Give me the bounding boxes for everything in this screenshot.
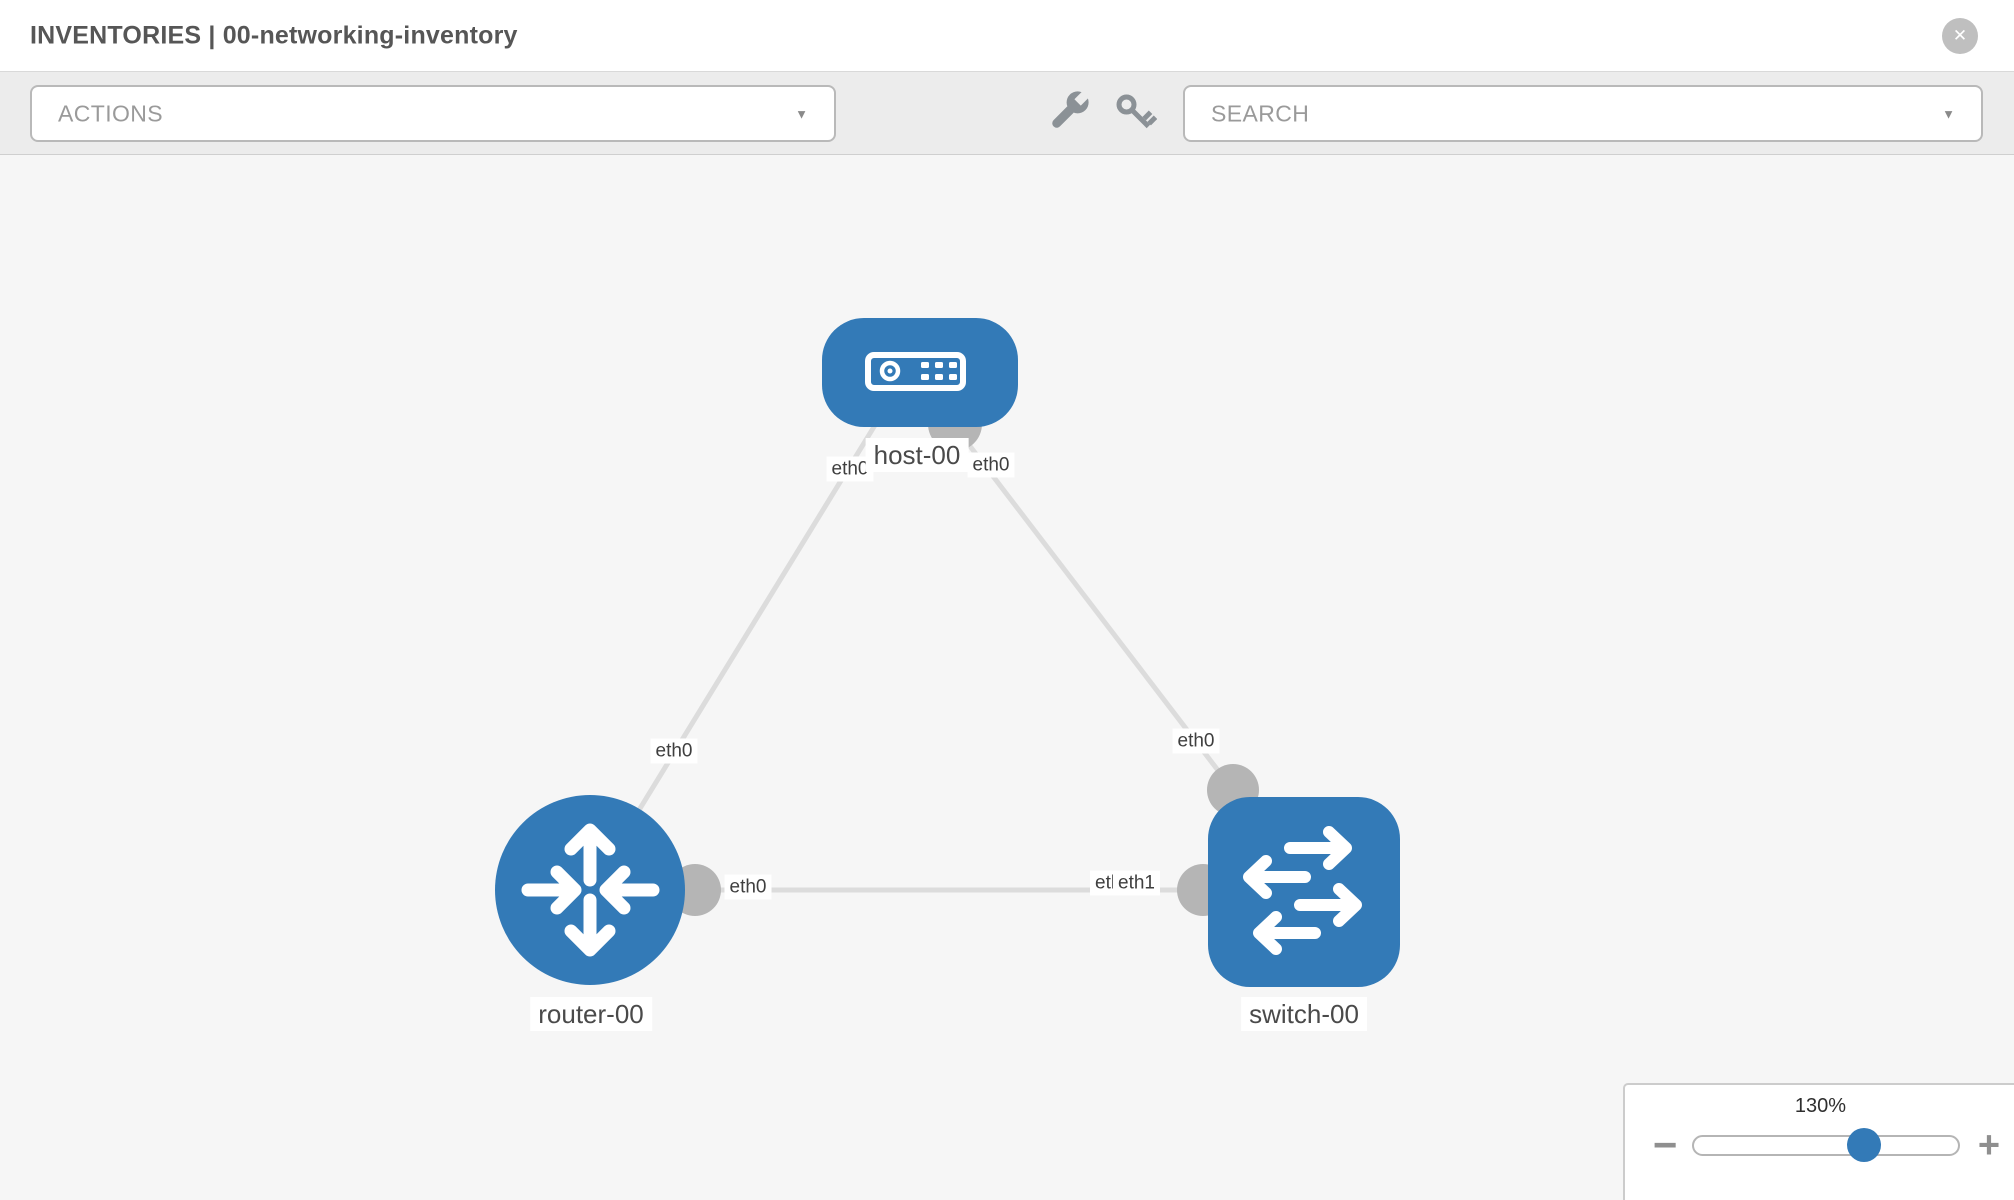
switch-icon: [1243, 826, 1362, 955]
interface-label: eth1: [1113, 870, 1160, 896]
zoom-out-button[interactable]: −: [1653, 1121, 1678, 1169]
caret-down-icon: ▼: [795, 106, 808, 121]
toolbar: ACTIONS ▼ SEAR: [0, 71, 2014, 155]
topology-svg: [495, 318, 1400, 987]
node-router[interactable]: [495, 795, 685, 985]
minus-icon: −: [1652, 1121, 1678, 1168]
node-label-router: router-00: [530, 997, 652, 1031]
credentials-button[interactable]: [1111, 89, 1159, 137]
key-icon: [1116, 94, 1157, 129]
close-button[interactable]: ✕: [1942, 18, 1978, 54]
interface-label: eth0: [1172, 728, 1220, 754]
close-icon: ✕: [1952, 26, 1968, 45]
zoom-level-value: 130%: [1794, 1095, 1847, 1117]
zoom-slider[interactable]: [1692, 1135, 1960, 1156]
wrench-icon: [1052, 91, 1089, 128]
interface-label: eth0: [724, 874, 772, 900]
router-icon: [521, 823, 660, 957]
zoom-slider-thumb[interactable]: [1847, 1128, 1881, 1162]
node-switch[interactable]: [1208, 797, 1400, 987]
zoom-in-button[interactable]: +: [1978, 1125, 2000, 1168]
interface-label: eth0: [650, 738, 698, 764]
interface-label: eth0: [967, 452, 1015, 478]
header-bar: INVENTORIES | 00-networking-inventory ✕: [0, 0, 2014, 71]
zoom-control-panel: 130% − +: [1623, 1083, 2014, 1200]
configure-button[interactable]: [1043, 89, 1091, 137]
node-label-switch: switch-00: [1241, 997, 1367, 1031]
node-host[interactable]: [822, 318, 1018, 427]
host-icon: [865, 352, 966, 391]
page-title: INVENTORIES | 00-networking-inventory: [30, 21, 518, 49]
search-dropdown[interactable]: SEARCH ▼: [1183, 85, 1983, 142]
link-host-switch[interactable]: [948, 418, 1235, 792]
search-dropdown-label: SEARCH: [1211, 100, 1310, 126]
plus-icon: +: [1977, 1124, 2001, 1167]
actions-dropdown[interactable]: ACTIONS ▼: [30, 85, 836, 142]
topology-canvas: eth0 eth0 eth0 eth0 eth0 eth0 eth1 host-…: [0, 155, 2014, 1200]
caret-down-icon: ▼: [1942, 106, 1955, 121]
actions-dropdown-label: ACTIONS: [58, 100, 164, 126]
node-label-host: host-00: [865, 438, 969, 472]
